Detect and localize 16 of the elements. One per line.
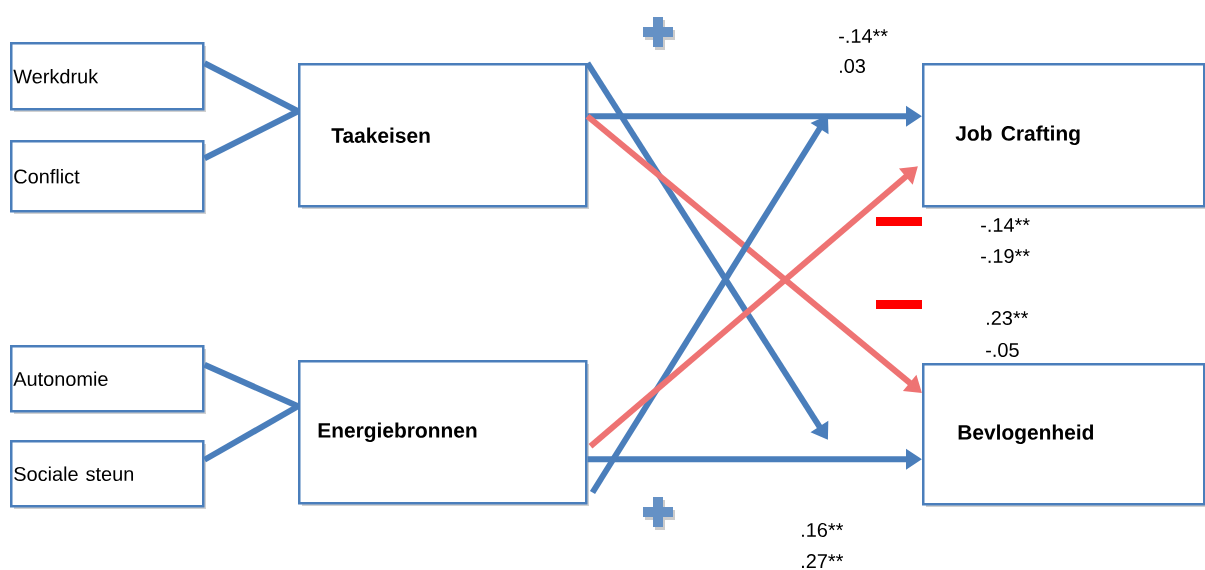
box: Energiebronnen bbox=[298, 360, 589, 506]
coefficient-label: .16** bbox=[802, 522, 844, 538]
coefficient-label: -.19** bbox=[981, 248, 1030, 264]
box: Conflict bbox=[10, 140, 206, 214]
coefficient-label: -.14** bbox=[839, 29, 888, 43]
coefficient-label: .23** bbox=[987, 310, 1029, 326]
box: Werkdruk bbox=[10, 42, 206, 112]
box: Bevlogenheid bbox=[922, 363, 1205, 507]
box: Autonomie bbox=[10, 345, 206, 414]
box: Sociale steun bbox=[10, 440, 206, 509]
arrow bbox=[588, 166, 918, 449]
box: Job Crafting bbox=[922, 63, 1205, 209]
coefficient-label: .03 bbox=[840, 58, 865, 74]
box: Taakeisen bbox=[298, 63, 589, 209]
coefficient-label: .27** bbox=[802, 554, 844, 568]
arrow bbox=[585, 113, 922, 393]
